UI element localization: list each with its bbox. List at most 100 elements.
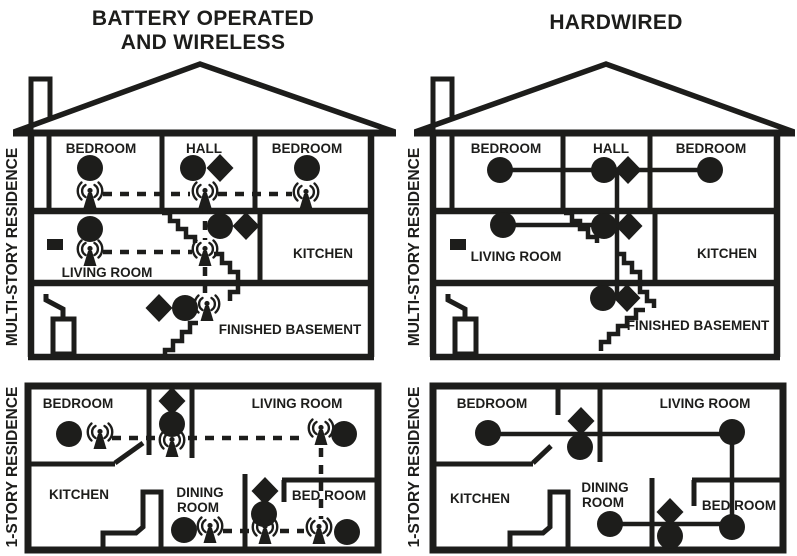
outer-walls	[429, 133, 781, 361]
wireless-signal-icon	[196, 516, 224, 545]
chimney	[28, 76, 53, 131]
smoke-alarm-icon	[334, 519, 360, 545]
roof-outline	[13, 61, 396, 135]
kitchen-wall-step	[507, 489, 571, 550]
heat-alarm-icon	[145, 294, 173, 322]
panel-one-story-battery: BEDROOM LIVING ROOM KITCHEN DINING ROOM …	[24, 382, 382, 554]
floor-lines	[433, 207, 777, 287]
smoke-alarm-icon	[697, 157, 723, 183]
door-swing	[531, 444, 553, 465]
interior-walls	[433, 386, 783, 550]
heat-alarm-icon	[158, 387, 186, 415]
wireless-signal-icon	[191, 239, 219, 268]
room-label-bedroom: BEDROOM	[457, 396, 528, 411]
smoke-alarm-icon	[77, 216, 103, 242]
smoke-alarm-icon	[475, 420, 501, 446]
smoke-alarm-icon	[207, 213, 233, 239]
stairs	[564, 210, 657, 351]
panel-multi-story-hardwired: BEDROOM HALL BEDROOM LIVING ROOM KITCHEN…	[414, 61, 795, 361]
smoke-alarm-icon	[294, 155, 320, 181]
side-label-multi-story-left: MULTI-STORY RESIDENCE	[4, 148, 21, 346]
heat-alarm-icon	[615, 212, 643, 240]
room-label-bed-room: BED ROOM	[702, 498, 776, 513]
room-label-living-room: LIVING ROOM	[471, 249, 562, 264]
smoke-alarm-icon	[719, 514, 745, 540]
title-hardwired: HARDWIRED	[549, 11, 682, 34]
water-heater	[452, 316, 479, 357]
wireless-signal-icon	[191, 181, 219, 210]
room-label-bedroom-left: BEDROOM	[471, 141, 542, 156]
wireless-signal-icon	[305, 517, 333, 546]
room-label-kitchen: KITCHEN	[450, 491, 510, 506]
room-label-dining-line1: DINING	[581, 480, 628, 495]
room-label-kitchen: KITCHEN	[49, 487, 109, 502]
interior-walls	[46, 133, 263, 283]
heat-alarm-icon	[251, 477, 279, 505]
floor-lines	[31, 207, 371, 287]
heat-alarm-icon	[567, 407, 595, 435]
smoke-alarm-icon	[591, 157, 617, 183]
heat-alarm-icon	[206, 154, 234, 182]
title-battery-wireless-line1: BATTERY OPERATED	[92, 7, 314, 30]
room-label-basement: FINISHED BASEMENT	[627, 318, 770, 333]
water-heater	[50, 316, 77, 357]
room-label-bedroom-right: BEDROOM	[676, 141, 747, 156]
room-label-hall: HALL	[186, 141, 222, 156]
smoke-alarm-icon	[657, 523, 683, 549]
wireless-signal-icon	[76, 181, 104, 210]
wireless-signal-icon	[86, 422, 114, 451]
title-battery-wireless-line2: AND WIRELESS	[121, 31, 286, 54]
water-heater-pipe	[43, 294, 66, 319]
smoke-alarm-icon	[331, 421, 357, 447]
roof-outline	[414, 61, 795, 135]
interior-walls	[28, 386, 378, 550]
water-heater-pipe	[445, 294, 468, 319]
side-label-multi-story-right: MULTI-STORY RESIDENCE	[406, 148, 423, 346]
room-label-bed-room: BED ROOM	[292, 488, 366, 503]
room-label-dining-line2: ROOM	[582, 495, 624, 510]
smoke-alarm-icon	[490, 212, 516, 238]
room-label-bedroom: BEDROOM	[43, 396, 114, 411]
smoke-alarm-icon	[172, 295, 198, 321]
chimney	[430, 76, 455, 131]
smoke-alarm-icon	[487, 157, 513, 183]
smoke-alarm-icon	[180, 155, 206, 181]
outer-walls	[24, 382, 382, 554]
room-label-kitchen: KITCHEN	[697, 246, 757, 261]
wall-notch	[450, 239, 466, 250]
panel-one-story-hardwired: BEDROOM LIVING ROOM KITCHEN DINING ROOM …	[429, 382, 787, 554]
stairs	[162, 210, 241, 357]
wireless-signal-icon	[193, 294, 221, 323]
smoke-alarm-icon	[56, 421, 82, 447]
room-label-hall: HALL	[593, 141, 629, 156]
room-label-dining-line2: ROOM	[177, 500, 219, 515]
smoke-alarm-icon	[719, 419, 745, 445]
smoke-alarm-icon	[567, 434, 593, 460]
side-label-one-story-right: 1-STORY RESIDENCE	[406, 387, 423, 548]
smoke-alarm-icon	[590, 285, 616, 311]
wireless-signal-icon	[307, 418, 335, 447]
wireless-signal-icon	[76, 239, 104, 268]
panel-multi-story-battery: BEDROOM HALL BEDROOM LIVING ROOM KITCHEN…	[13, 61, 396, 361]
room-label-kitchen: KITCHEN	[293, 246, 353, 261]
room-label-living-room: LIVING ROOM	[252, 396, 343, 411]
smoke-alarm-icon	[77, 155, 103, 181]
room-label-living-room: LIVING ROOM	[62, 265, 153, 280]
room-label-living-room: LIVING ROOM	[660, 396, 751, 411]
smoke-alarm-icon	[597, 511, 623, 537]
room-label-bedroom-right: BEDROOM	[272, 141, 343, 156]
wall-notch	[47, 239, 63, 250]
kitchen-wall-step	[100, 489, 164, 550]
heat-alarm-icon	[232, 212, 260, 240]
outer-walls	[429, 382, 787, 554]
room-label-bedroom-left: BEDROOM	[66, 141, 137, 156]
wireless-signal-icon	[292, 182, 320, 211]
smoke-alarm-icon	[591, 213, 617, 239]
door-swing	[113, 440, 145, 466]
room-label-basement: FINISHED BASEMENT	[219, 322, 362, 337]
smoke-alarm-icon	[171, 517, 197, 543]
side-label-one-story-left: 1-STORY RESIDENCE	[4, 387, 21, 548]
outer-walls	[27, 133, 375, 361]
